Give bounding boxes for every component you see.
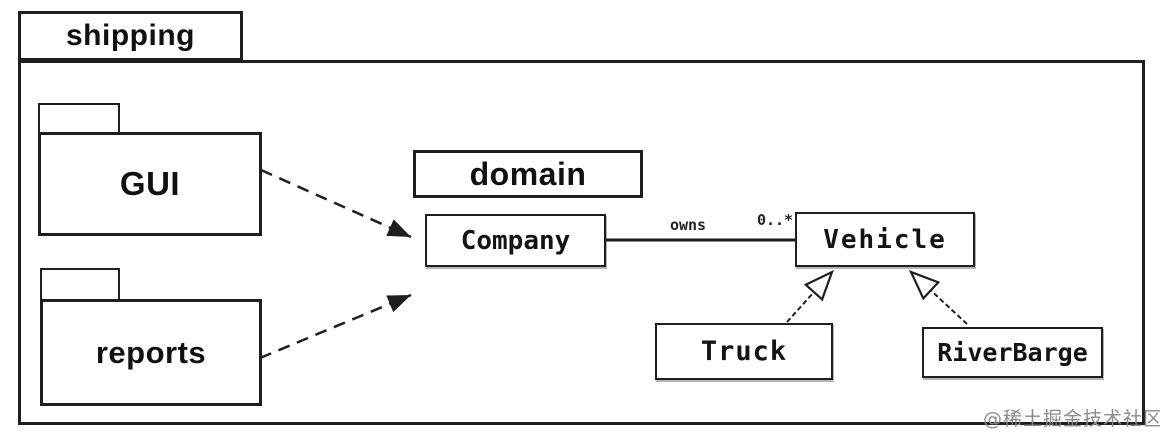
- package-reports-label: reports: [95, 334, 207, 370]
- class-truck-label: Truck: [700, 336, 788, 367]
- class-company: Company: [425, 214, 606, 267]
- association-multiplicity-label: 0..*: [756, 211, 794, 229]
- class-vehicle: Vehicle: [795, 212, 975, 267]
- package-reports-tab: [40, 268, 120, 301]
- class-riverbarge-label: RiverBarge: [937, 338, 1088, 367]
- package-gui-label: GUI: [119, 165, 181, 202]
- package-domain-tab: domain: [413, 150, 643, 198]
- class-truck: Truck: [655, 323, 833, 380]
- class-riverbarge: RiverBarge: [922, 327, 1103, 378]
- package-domain-label: domain: [469, 155, 587, 192]
- package-shipping-label: shipping: [66, 19, 195, 52]
- class-vehicle-label: Vehicle: [823, 224, 947, 255]
- association-name-label: owns: [669, 216, 707, 234]
- package-gui-tab: [38, 103, 120, 134]
- package-gui-body: GUI: [38, 132, 262, 236]
- class-company-label: Company: [460, 225, 571, 256]
- package-shipping-tab: shipping: [18, 11, 243, 61]
- package-reports-body: reports: [40, 299, 262, 406]
- watermark-text: @稀土掘金技术社区: [983, 408, 1160, 430]
